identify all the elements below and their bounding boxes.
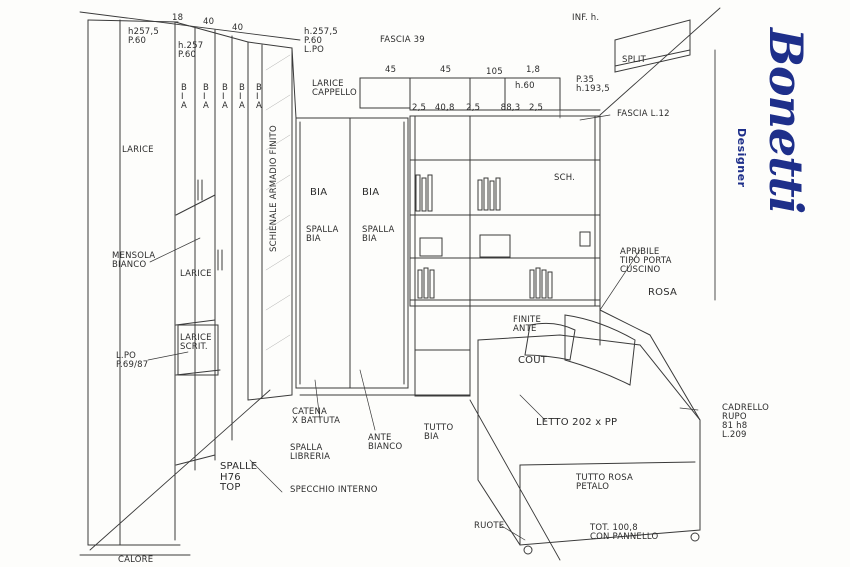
annotation-dim-40-top-2: 40 [232,23,244,33]
annotation-spalla-libreria: SPALLA LIBRERIA [290,443,331,462]
annotation-inf-h: INF. h. [572,13,600,23]
annotation-bia-4: B I A [239,83,246,111]
split-ac-unit [614,19,691,73]
annotation-tutto-rosa: TUTTO ROSA PETALO [576,473,634,492]
annotation-split: SPLIT [622,55,646,65]
bed [477,299,701,555]
annotation-fascia-l12: FASCIA L.12 [617,109,670,119]
annotation-finite: FINITE ANTE [513,315,542,334]
central-wardrobe [291,47,411,389]
annotation-ruote: RUOTE [474,521,505,531]
annotation-dim-18-b: 1,8 [526,65,541,75]
annotation-dim-18-top: 18 [172,13,184,23]
brand-logo: Bonetti [759,28,813,214]
annotation-h2575-left: h257,5 P.60 [128,27,159,46]
bookcase [409,115,601,397]
annotation-schienale: SCHIENALE ARMADIO FINITO [269,125,279,252]
annotation-h257-narrow: h.257 P.60 [178,41,204,60]
narrow-columns [174,21,249,471]
annotation-mensola: MENSOLA BIANCO [112,251,156,270]
annotation-dim-45-b: 45 [440,65,452,75]
brand-tagline: Designer [735,128,748,188]
annotation-spalle-h76: SPALLE H76 TOP [220,461,258,493]
annotation-bia-1: B I A [181,83,188,111]
annotation-h60: h.60 [515,81,535,91]
annotation-lpo-p69: L.PO P.69/87 [116,351,149,370]
annotation-cout: COUT [518,355,548,366]
annotation-p35: P.35 h.193,5 [576,75,610,94]
annotation-cadrello: CADRELLO RUPO 81 h8 L.209 [722,403,770,440]
annotation-bia-5: B I A [256,83,263,111]
annotation-fascia-39: FASCIA 39 [380,35,425,45]
annotation-larice-cappello: LARICE CAPPELLO [312,79,357,98]
annotation-h2575-mid: h.257,5 P.60 L.PO [304,27,338,55]
annotation-tot: TOT. 100,8 CON PANNELLO [590,523,659,542]
back-panel-column [247,41,293,401]
annotation-spalla-bia-2: SPALLA BIA [362,225,395,244]
annotation-dim-105: 105 [486,67,503,77]
annotation-dim-45-a: 45 [385,65,397,75]
annotation-larice-mid: LARICE [180,269,212,279]
annotation-larice-left: LARICE [122,145,154,155]
annotation-dim-40-top: 40 [203,17,215,27]
annotation-bia-3: B I A [222,83,229,111]
annotation-larice-scrit: LARICE SCRIT. [180,333,212,352]
annotation-bia-door-2: BIA [362,187,380,198]
annotation-sch: SCH. [554,173,576,183]
annotation-specchio: SPECCHIO INTERNO [290,485,378,495]
annotation-apribile: APRIBILE TIPO PORTA CUSCINO [620,247,672,275]
annotation-dims-row: 2,5 40,8 2,5 88,3 2,5 [412,103,544,113]
pointer-lines [147,89,699,541]
left-wardrobe [79,19,191,556]
annotation-rosa: ROSA [648,287,677,298]
annotation-bia-2: B I A [203,83,210,111]
annotation-letto: LETTO 202 x PP [536,417,618,428]
annotation-spalla-bia-1: SPALLA BIA [306,225,339,244]
annotation-bia-door-1: BIA [310,187,328,198]
annotation-calore: CALORE [118,555,154,565]
annotation-tutto-bia: TUTTO BIA [424,423,454,442]
annotation-catena: CATENA X BATTUTA [292,407,341,426]
annotation-ante-bianco: ANTE BIANCO [368,433,403,452]
